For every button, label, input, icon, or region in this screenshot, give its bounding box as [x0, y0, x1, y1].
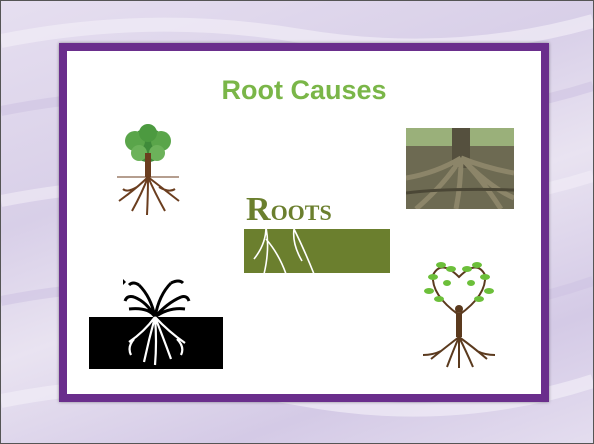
forest-roots-photo [406, 128, 514, 209]
roots-text-logo-image: ROOTS [244, 191, 390, 275]
roots-logo-text: ROOTS [246, 191, 332, 228]
roots-logo-roots [253, 226, 315, 275]
content-frame: Root Causes ROOTS [59, 43, 549, 402]
heart-tree-figure-image [422, 262, 496, 368]
roots-banner [244, 229, 390, 273]
tree-with-roots-image [117, 124, 180, 216]
black-silhouette-tree-roots-image [89, 279, 223, 369]
slide-title: Root Causes [221, 75, 387, 105]
